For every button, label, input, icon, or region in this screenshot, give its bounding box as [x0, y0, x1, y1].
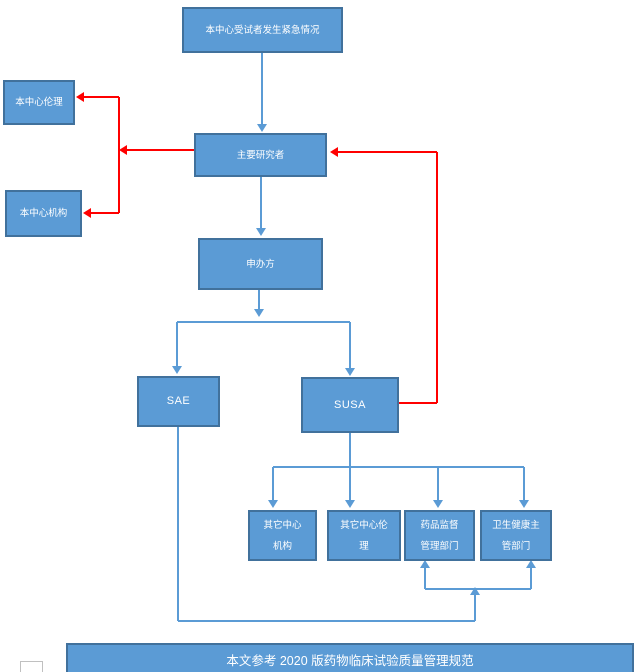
arrowhead-left [76, 92, 84, 102]
node-sae[interactable]: SAE [137, 376, 220, 427]
node-center-institution[interactable]: 本中心机构 [5, 190, 82, 237]
connector-emergency-to-pi [257, 53, 267, 132]
arrowhead-down [254, 309, 264, 317]
arrowhead-down [256, 228, 266, 236]
arrowhead-up [470, 587, 480, 595]
connector-branch-to-sae-and-susa [172, 321, 355, 376]
reference-banner: 本文参考 2020 版药物临床试验质量管理规范 [66, 643, 634, 672]
arrowhead-down [345, 500, 355, 508]
connector-susa-feedback-to-pi [330, 147, 438, 404]
arrowhead-down [519, 500, 529, 508]
connector-sponsor-to-branch [254, 290, 264, 317]
node-emergency[interactable]: 本中心受试者发生紧急情况 [182, 7, 343, 53]
arrowhead-up [526, 560, 536, 568]
connector-pi-to-center-ethics-and-institution [76, 92, 194, 218]
arrowhead-down [172, 366, 182, 374]
node-drug-regulatory[interactable]: 药品监督 管理部门 [404, 510, 475, 561]
node-health-authority[interactable]: 卫生健康主 管部门 [480, 510, 552, 561]
arrowhead-down [345, 368, 355, 376]
arrowhead-up [420, 560, 430, 568]
arrowhead-down [268, 500, 278, 508]
node-sponsor[interactable]: 申办方 [198, 238, 323, 290]
node-susa[interactable]: SUSA [301, 377, 399, 433]
connector-pi-to-sponsor [256, 177, 266, 236]
arrowhead-left [119, 145, 127, 155]
arrowhead-left [83, 208, 91, 218]
node-principal-investigator[interactable]: 主要研究者 [194, 133, 327, 177]
arrowhead-left [330, 147, 338, 157]
connector-susa-to-children [268, 433, 529, 508]
node-other-center-ethics[interactable]: 其它中心伦 理 [327, 510, 401, 561]
arrowhead-down [433, 500, 443, 508]
arrowhead-down [257, 124, 267, 132]
node-other-center-institution[interactable]: 其它中心 机构 [248, 510, 317, 561]
node-center-ethics[interactable]: 本中心伦理 [3, 80, 75, 125]
banner-text: 本文参考 2020 版药物临床试验质量管理规范 [226, 653, 474, 668]
corner-artifact-box [20, 661, 43, 672]
